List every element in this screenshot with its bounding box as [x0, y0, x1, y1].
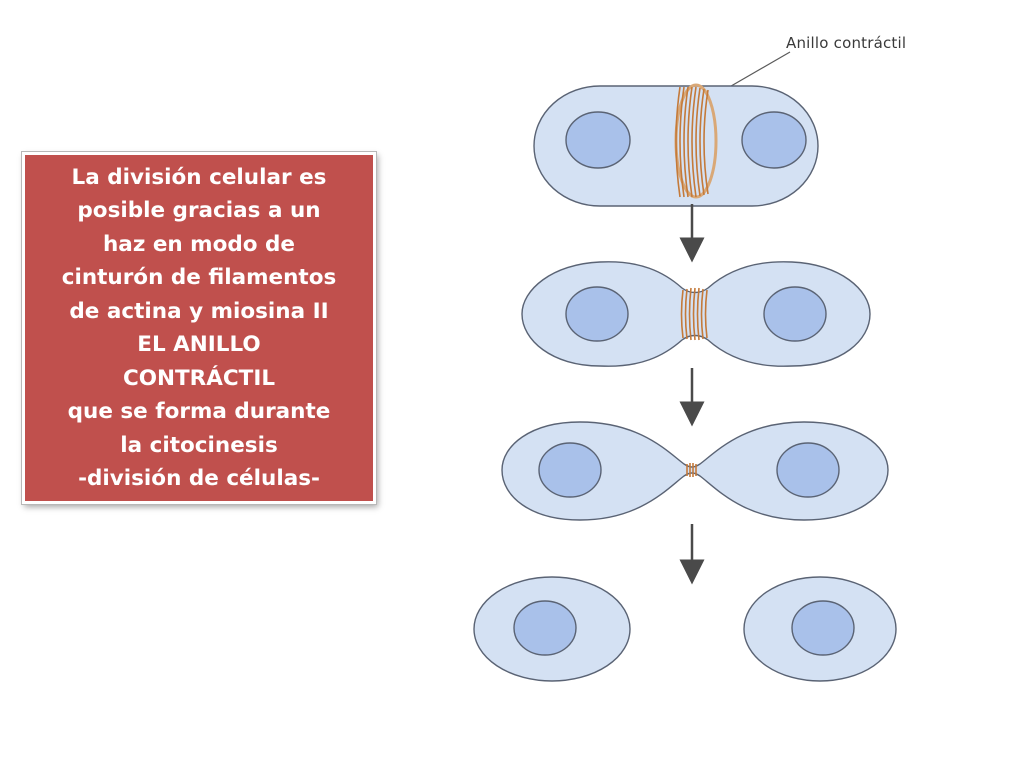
info-line-3: haz en modo de — [103, 231, 295, 257]
nucleus-left — [538, 442, 602, 498]
contractile-ring-label: Anillo contráctil — [786, 34, 907, 52]
info-line-5: de actina y miosina II — [69, 298, 329, 324]
info-line-9: la citocinesis — [120, 432, 278, 458]
nucleus-left — [565, 286, 629, 342]
info-line-6: EL ANILLO — [137, 332, 261, 357]
contractile-ring — [674, 83, 718, 199]
nucleus-right — [741, 111, 807, 169]
info-line-2: posible gracias a un — [77, 198, 321, 223]
contractile-ring — [686, 463, 697, 477]
nucleus-left — [513, 600, 577, 656]
nucleus-right — [776, 442, 840, 498]
nucleus-left — [565, 111, 631, 169]
info-line-10: -división de células- — [78, 466, 320, 491]
stage-1-cell — [533, 83, 819, 207]
info-line-7: CONTRÁCTIL — [122, 365, 276, 391]
stage-3-cell — [501, 421, 889, 521]
stage-2-cell — [521, 261, 871, 367]
contractile-ring — [680, 287, 708, 341]
nucleus-right — [763, 286, 827, 342]
stage-4-cells — [473, 576, 897, 682]
info-box: La división celular es posible gracias a… — [21, 151, 377, 505]
nucleus-right — [791, 600, 855, 656]
info-line-8: que se forma durante — [67, 399, 331, 424]
info-line-1: La división celular es — [71, 164, 327, 190]
info-line-4: cinturón de filamentos — [61, 265, 337, 290]
